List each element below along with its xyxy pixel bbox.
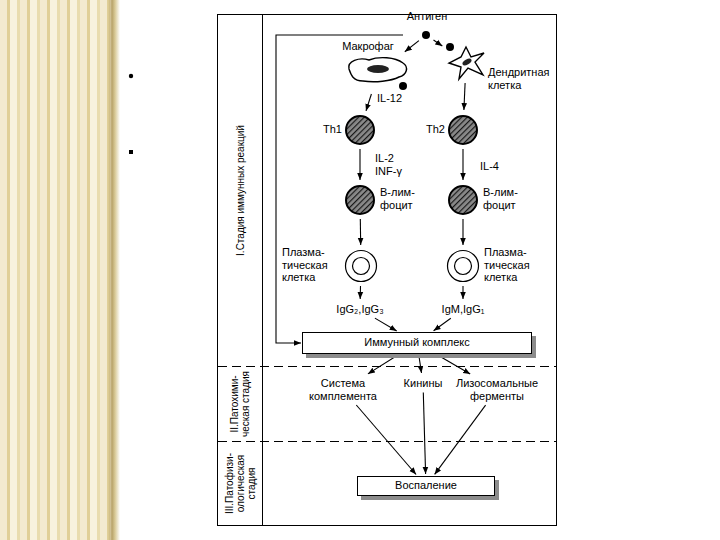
node-text: IgG₂,IgG₃: [317, 303, 403, 316]
cell-shape: [420, 29, 432, 41]
cytokine-label: IL-2 INF-γ: [374, 152, 416, 177]
bullet: [129, 74, 133, 78]
antigen-dot: [422, 31, 430, 39]
macrophage-body: [349, 58, 407, 82]
antibody-label: IgG₂,IgG₃: [317, 302, 403, 318]
cell-shape: [447, 184, 479, 216]
plasma-cell-inner: [455, 258, 472, 275]
node-text: Лизосомальные ферменты: [447, 377, 547, 402]
b-lymphocyte: В-лим- фоцит: [344, 183, 438, 217]
node-text: Дендритная клетка: [488, 66, 552, 91]
antigen-dot: [399, 82, 407, 90]
antigen: Антиген: [391, 10, 463, 42]
plasma-cell-inner: [353, 258, 370, 275]
th1-cell: Th1: [310, 113, 380, 147]
b-lymphocyte: В-лим- фоцит: [447, 183, 541, 217]
node-text: Th1: [310, 123, 342, 136]
node-text: Воспаление: [358, 479, 494, 492]
stage-divider: [218, 366, 556, 367]
node-text: Плазма- тическая клетка: [282, 246, 342, 284]
inflammation-box: Воспаление: [357, 476, 495, 496]
cell-shape: [344, 184, 376, 216]
connector-arrow: [462, 149, 463, 180]
macrophage-nucleus: [367, 65, 389, 73]
cell-shape: [344, 114, 376, 146]
connector-arrow: [434, 40, 443, 46]
macrophage: Макрофаг: [325, 40, 419, 94]
frame: [218, 15, 557, 526]
plasma-cell: Плазма- тическая клетка: [446, 246, 550, 288]
connector-arrow: [435, 405, 486, 474]
lymphocyte-circle: [346, 116, 374, 144]
th2-cell: Th2: [413, 113, 483, 147]
plasma-cell-outer: [448, 251, 479, 282]
connector-arrow: [405, 41, 419, 52]
cell-shape: [345, 55, 411, 91]
mediator-label: Кинины: [394, 377, 452, 393]
cytokine-label: IL-12: [376, 92, 403, 105]
stage-label: II.Патохими- ческая стадия: [229, 370, 251, 438]
node-text: Кинины: [394, 377, 452, 390]
dendritic-nucleus: [461, 57, 472, 66]
connector-arrow: [437, 355, 471, 375]
connector-arrow: [434, 318, 451, 331]
connector-arrow: [423, 393, 425, 474]
bullet: [129, 150, 133, 154]
node-text: В-лим- фоцит: [483, 186, 537, 211]
connector-arrow: [462, 219, 463, 245]
cell-shape: [446, 249, 480, 283]
cell-shape: [447, 114, 479, 146]
lymphocyte-circle: [449, 116, 477, 144]
antigen-dot: [446, 43, 454, 51]
stage-separator: [262, 14, 263, 525]
mediator-label: Система комплемента: [293, 377, 393, 405]
node-text: В-лим- фоцит: [380, 186, 434, 211]
node-text: Система комплемента: [293, 377, 393, 402]
cell-shape: [446, 44, 486, 80]
plasma-cell-outer: [346, 251, 377, 282]
antibody-label: IgM,IgG₁: [420, 302, 506, 318]
node-text: Антиген: [391, 10, 463, 23]
connector-arrow: [359, 149, 360, 180]
connector-arrow: [462, 286, 463, 299]
stage-label: I.Стадия иммунных реакций: [235, 25, 246, 355]
dendritic-cell: Дендритная клетка: [440, 40, 554, 96]
connector-arrow: [419, 355, 422, 373]
stage-label: III.Патофизи- ологическая стадия: [224, 444, 257, 522]
node-text: Макрофаг: [325, 40, 411, 53]
connector-arrow: [360, 219, 362, 245]
dendritic-body: [449, 47, 484, 79]
lymphocyte-circle: [346, 186, 374, 214]
plasma-cell: Плазма- тическая клетка: [282, 246, 382, 288]
connector-arrow: [368, 355, 399, 374]
node-text: Плазма- тическая клетка: [484, 246, 548, 284]
connector-arrow: [360, 286, 361, 299]
cell-shape: [344, 249, 378, 283]
connector-arrow: [464, 83, 465, 110]
mediator-label: Лизосомальные ферменты: [447, 377, 547, 405]
connector-arrow: [366, 94, 371, 111]
decorative-border: [0, 0, 120, 540]
connector-arrow: [356, 405, 416, 475]
cytokine-label: IL-4: [479, 160, 500, 173]
node-text: Иммунный комплекс: [303, 336, 531, 349]
connector-arrow: [375, 318, 397, 331]
node-text: IgM,IgG₁: [420, 303, 506, 316]
lymphocyte-circle: [449, 186, 477, 214]
immune-complex-box: Иммунный комплекс: [302, 332, 532, 354]
node-text: Th2: [413, 123, 445, 136]
